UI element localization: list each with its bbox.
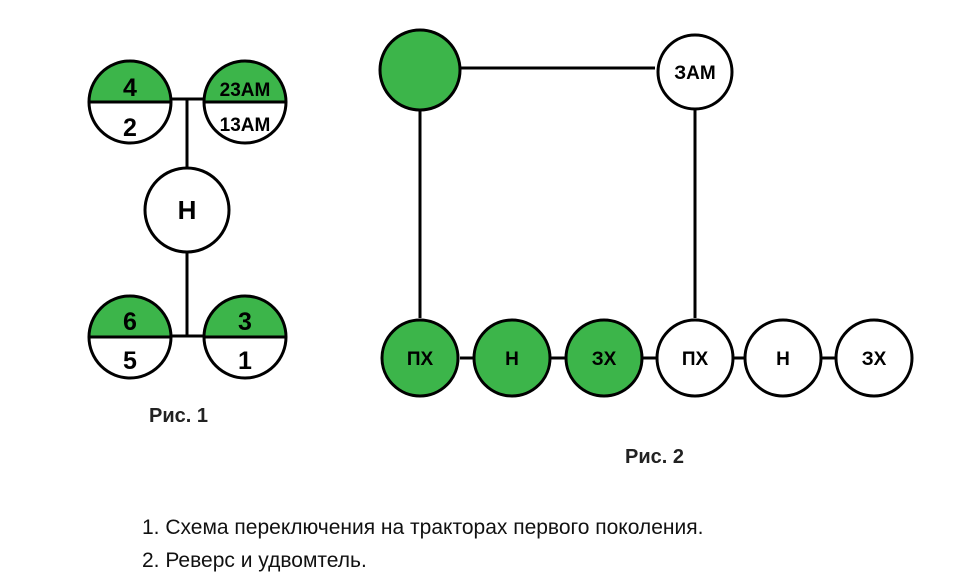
gear-label-23am: 23АМ [220,80,271,101]
figure-1 [171,97,204,338]
row-node-label: ЗХ [592,349,617,370]
figure-2-caption: Рис. 2 [625,446,684,468]
row-node-circle [472,318,552,398]
node-label-zam: ЗАМ [674,63,715,84]
gear-label-1: 1 [238,347,252,375]
gear-label-4: 4 [123,74,137,102]
gear-circle-4-2: 4 2 [87,59,173,145]
row-node-circle [743,318,823,398]
gear-label-2: 2 [123,114,137,142]
neutral-circle: Н [143,166,231,254]
row-node-2: Н [472,318,552,398]
row-node-label: ПХ [682,349,709,370]
row-node-circle [564,318,644,398]
row-node-circle [834,318,914,398]
gear-label-13am: 13АМ [220,115,271,136]
row-node-4: ПХ [655,318,735,398]
gear-circle-6-5: 6 5 [87,294,173,380]
figure-2-top-left-node [378,28,462,112]
gear-circle-23am-13am: 23АМ 13АМ [202,59,288,145]
gear-circle-3-1: 3 1 [202,294,288,380]
row-node-circle [655,318,735,398]
row-node-3: ЗХ [564,318,644,398]
figure-2-row: ПХ Н ЗХ ПХ Н ЗХ [380,318,914,398]
figure-1-caption: Рис. 1 [149,405,208,427]
row-node-circle [380,318,460,398]
row-node-6: ЗХ [834,318,914,398]
row-node-5: Н [743,318,823,398]
notes-list: 1. Схема переключения на тракторах перво… [142,512,703,577]
row-node-label: ПХ [407,349,434,370]
figure-2-top-right-node: ЗАМ [656,33,734,111]
gear-label-6: 6 [123,308,137,336]
gear-label-5: 5 [123,347,137,375]
row-node-label: Н [776,349,790,370]
note-item-1: 1. Схема переключения на тракторах перво… [142,516,704,539]
row-node-label: ЗХ [862,349,887,370]
gear-label-3: 3 [238,308,252,336]
row-node-label: Н [505,349,519,370]
note-item-2: 2. Реверс и удвомтель. [142,548,367,572]
gear-label-neutral: Н [178,195,197,225]
row-node-1: ПХ [380,318,460,398]
figure-2-lines [418,66,836,360]
